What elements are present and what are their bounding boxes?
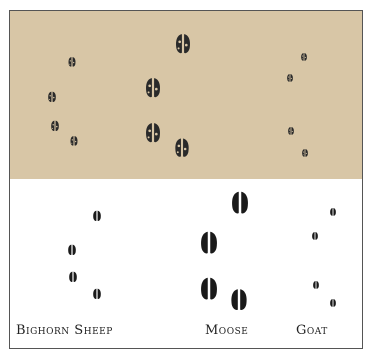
hoof-print-icon <box>176 34 190 53</box>
hoof-print-icon <box>288 127 294 135</box>
hoof-print-icon <box>146 78 160 97</box>
hoof-print-icon <box>312 232 318 240</box>
hoof-print-icon <box>69 272 77 282</box>
hoof-print-icon <box>93 289 101 299</box>
hoof-print-icon <box>48 92 56 102</box>
hoof-print-icon <box>71 136 78 146</box>
hoof-print-icon <box>146 123 160 142</box>
hoof-print-icon <box>301 53 307 61</box>
hoof-print-icon <box>330 208 336 216</box>
hoof-print-icon <box>175 139 188 157</box>
label-goat: Goat <box>296 323 328 338</box>
hoof-print-icon <box>313 281 319 289</box>
hoof-print-icon <box>68 245 76 255</box>
hoof-print-icon <box>201 232 217 254</box>
label-moose: Moose <box>205 323 248 338</box>
label-bighorn-sheep: Bighorn Sheep <box>16 323 113 338</box>
hoof-print-icon <box>330 299 336 307</box>
hoof-print-icon <box>69 57 76 67</box>
hoof-print-icon <box>232 192 248 214</box>
hoof-print-icon <box>93 211 101 221</box>
hoof-print-icon <box>302 149 308 157</box>
hoof-print-icon <box>51 121 59 131</box>
hoof-print-icon <box>201 278 217 300</box>
hoof-print-icon <box>231 289 246 310</box>
hoof-print-icon <box>287 74 293 82</box>
